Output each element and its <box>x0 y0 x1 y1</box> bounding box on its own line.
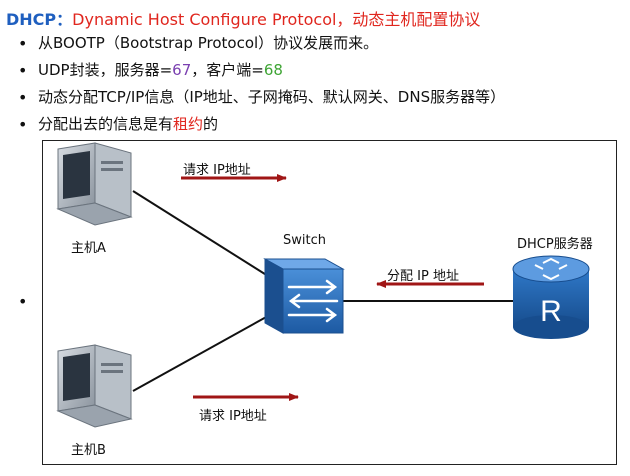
bullet-info: 动态分配TCP/IP信息（IP地址、子网掩码、默认网关、DNS服务器等） <box>18 84 505 111</box>
dhcp-server-router-icon: R <box>512 255 590 339</box>
switch-icon <box>263 258 345 334</box>
bullet-lease-suffix: 的 <box>203 115 219 133</box>
request-label-a: 请求 IP地址 <box>183 163 251 178</box>
bullet-lease: 分配出去的信息是有租约的 <box>18 111 505 138</box>
network-diagram: R 请求 IP地址 主机A Switch DHCP服务器 分配 IP 地址 请求… <box>42 140 617 465</box>
empty-bullet: • <box>18 292 28 311</box>
server-label: DHCP服务器 <box>517 237 593 252</box>
link-hosta-switch <box>132 190 269 277</box>
host-b-computer-icon <box>56 344 133 428</box>
assign-label: 分配 IP 地址 <box>387 269 459 284</box>
request-label-b: 请求 IP地址 <box>199 409 267 424</box>
title-keyword: DHCP <box>6 10 57 29</box>
host-b-label: 主机B <box>71 443 106 458</box>
client-port: 68 <box>263 61 283 79</box>
bullet-info-text: 动态分配TCP/IP信息（IP地址、子网掩码、默认网关、DNS服务器等） <box>38 88 506 106</box>
title-colon: ： <box>56 10 73 29</box>
bullet-udp: UDP封装，服务器=67，客户端=68 <box>18 57 505 84</box>
link-hostb-switch <box>132 315 269 392</box>
bullet-lease-prefix: 分配出去的信息是有 <box>38 115 174 133</box>
bullet-udp-mid: ，客户端= <box>191 61 264 79</box>
bullet-list: 从BOOTP（Bootstrap Protocol）协议发展而来。 UDP封装，… <box>18 30 505 138</box>
host-a-computer-icon <box>56 142 133 226</box>
diagram-canvas: R <box>56 142 590 428</box>
bullet-origin-text: 从BOOTP（Bootstrap Protocol）协议发展而来。 <box>38 34 379 52</box>
host-a-label: 主机A <box>71 241 106 256</box>
bullet-udp-prefix: UDP封装，服务器= <box>38 61 173 79</box>
server-port: 67 <box>172 61 192 79</box>
svg-text:R: R <box>540 295 562 328</box>
lease-highlight: 租约 <box>173 115 204 133</box>
title-text: Dynamic Host Configure Protocol，动态主机配置协议 <box>72 10 481 29</box>
page-title: DHCP：Dynamic Host Configure Protocol，动态主… <box>6 6 480 30</box>
bullet-origin: 从BOOTP（Bootstrap Protocol）协议发展而来。 <box>18 30 505 57</box>
switch-label: Switch <box>283 233 326 248</box>
